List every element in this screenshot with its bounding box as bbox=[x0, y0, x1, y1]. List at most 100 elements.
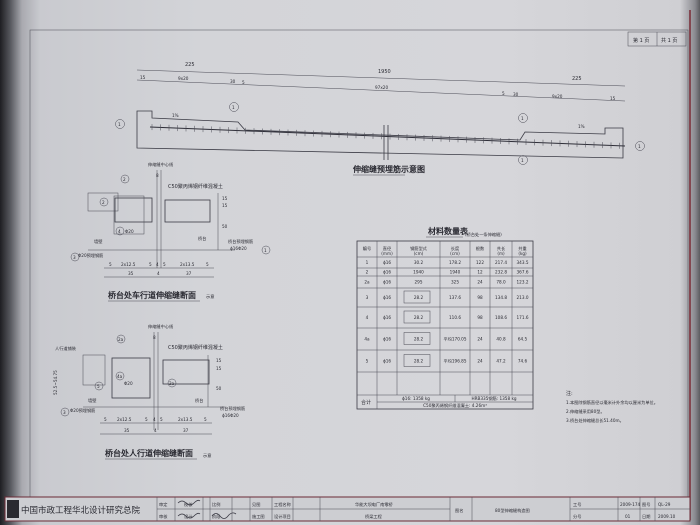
dim: 2x13.5 bbox=[180, 262, 195, 267]
table-cell-count: 24 bbox=[477, 359, 483, 364]
dim: 15 bbox=[222, 203, 228, 208]
elevation-caption: 伸缩缝预埋筋示意图 bbox=[352, 164, 425, 174]
slope-right: 1% bbox=[578, 124, 585, 129]
table-cell-no: 2 bbox=[366, 270, 369, 275]
signature bbox=[177, 512, 201, 519]
title-block: 中国市政工程华北设计研究总院 审定审核校核设计比例阶段见图施工图工程名称设计项目… bbox=[4, 496, 691, 522]
dim-left: 52.5~54.75 bbox=[53, 370, 58, 395]
rebar-right-spec: ϕ16Φ20 bbox=[222, 413, 239, 418]
table-cell-shape: 28.2 bbox=[414, 337, 424, 342]
title-block-jieduan: 阶段 bbox=[212, 513, 221, 520]
title-block-shending: 审定 bbox=[159, 501, 167, 508]
table-cell-no: 5 bbox=[366, 359, 369, 364]
dim-sub: 30 bbox=[513, 92, 519, 97]
title-block-fig: QL-29 bbox=[658, 502, 671, 507]
table-header: 编号 bbox=[363, 245, 371, 252]
table-total-steel: ϕ16: 1358 kg bbox=[402, 396, 430, 401]
dim: 5 bbox=[149, 262, 152, 267]
walk-label: 人行道铺装 bbox=[55, 345, 77, 352]
title-block-date: 2009.10 bbox=[658, 514, 676, 519]
table-total-concrete: C50聚丙烯钢纤维混凝土: 4.26m³ bbox=[423, 402, 487, 409]
title-block-project-label: 工程名称 bbox=[274, 501, 291, 508]
elevation-diagram: 225 1950 225 15 9x20 30 5 97x20 5 30 9x2… bbox=[115, 62, 645, 176]
dim: 50 bbox=[216, 386, 222, 391]
table-cell-dia: ϕ16 bbox=[383, 337, 391, 342]
marker: 2a bbox=[118, 337, 124, 342]
marker-1: 1 bbox=[118, 122, 121, 127]
table-cell-weight: 213.0 bbox=[517, 295, 529, 300]
dim: 2x12.5 bbox=[117, 417, 132, 422]
table-cell-shape: 28.2 bbox=[414, 359, 424, 364]
dim: 15 bbox=[216, 358, 222, 363]
rebar-shape bbox=[403, 310, 431, 324]
table-header-unit: (m) bbox=[497, 251, 505, 256]
page-box: 第 1 页 共 1 页 bbox=[627, 31, 687, 47]
dim: 4 bbox=[153, 417, 156, 422]
table-cell-len: 178.2 bbox=[449, 260, 461, 265]
table-header: 共长 bbox=[497, 245, 506, 252]
dim: 4 bbox=[156, 262, 159, 267]
table-cell-len: 325 bbox=[451, 280, 459, 285]
table-cell-total_len: 217.4 bbox=[495, 260, 507, 265]
dim-1950: 1950 bbox=[378, 69, 391, 75]
table-title: 材料数量表 bbox=[428, 226, 469, 236]
concrete-label: C50聚丙烯钢纤维混凝土 bbox=[168, 344, 223, 351]
dim: 4 bbox=[157, 271, 160, 276]
centerline-label: 伸缩缝中心线 bbox=[148, 161, 174, 168]
institute-logo bbox=[7, 500, 19, 518]
dim: 50 bbox=[222, 224, 228, 229]
dim: 8 bbox=[153, 335, 156, 340]
dim: 5 bbox=[163, 262, 166, 267]
title-block-fig-label: 图号 bbox=[642, 502, 650, 508]
dim-225-right: 225 bbox=[572, 76, 582, 82]
table-cell-no: 2a bbox=[364, 280, 370, 285]
table-header-unit: (cm) bbox=[414, 251, 424, 256]
wall-label: 墙壁 bbox=[94, 238, 102, 245]
table-header: 共重 bbox=[518, 245, 526, 252]
dim: 37 bbox=[186, 271, 192, 276]
rebar-left-label: Φ20预埋钢筋 bbox=[70, 407, 95, 414]
marker: 2a bbox=[169, 381, 175, 386]
table-total-hrb: HRB335钢筋: 1358 kg bbox=[471, 395, 516, 402]
table-cell-dia: ϕ16 bbox=[383, 280, 391, 285]
table-cell-weight: 123.2 bbox=[517, 280, 529, 285]
table-cell-total_len: 134.8 bbox=[495, 295, 507, 300]
institute-name: 中国市政工程华北设计研究总院 bbox=[21, 505, 141, 516]
table-cell-weight: 343.5 bbox=[517, 260, 529, 265]
dim: 37 bbox=[183, 428, 189, 433]
dim-225-left: 225 bbox=[185, 62, 195, 68]
table-cell-count: 24 bbox=[477, 280, 483, 285]
table-cell-weight: 64.5 bbox=[518, 337, 528, 342]
scale-label: 示意 bbox=[203, 452, 211, 458]
rebar-left-label: Φ20预埋钢筋 bbox=[78, 252, 103, 259]
marker-1: 1 bbox=[521, 158, 524, 163]
title-block-sub: 01 bbox=[625, 514, 631, 519]
table-header-unit: (kg) bbox=[518, 251, 527, 256]
table-header: 根数 bbox=[476, 245, 485, 252]
dim-sub: 15 bbox=[610, 96, 616, 101]
marker: 5 bbox=[97, 384, 100, 389]
note-item: 1.本图除钢筋直径以毫米计外余均以厘米为单位。 bbox=[566, 399, 658, 406]
spacing-label: Φ20 bbox=[125, 229, 134, 234]
dim-sub: 9x20 bbox=[178, 76, 189, 81]
title-block-item: 桥梁工程 bbox=[365, 513, 383, 520]
title-block-date-label: 日期 bbox=[642, 514, 650, 520]
scale-label: 示意 bbox=[206, 293, 214, 299]
title-block-sheji: 设计 bbox=[184, 513, 192, 520]
table-cell-total_len: 78.0 bbox=[496, 280, 506, 285]
walk-section-caption: 桥台处人行道伸缩缝断面 bbox=[105, 448, 193, 458]
table-cell-count: 122 bbox=[476, 260, 484, 265]
title-block-job-label: 工号 bbox=[573, 502, 581, 508]
marker: 1 bbox=[264, 248, 267, 253]
title-block-job: 2009-174 bbox=[620, 502, 640, 507]
rebar-right-spec: ϕ16Φ20 bbox=[230, 246, 247, 251]
table-cell-total_len: 108.6 bbox=[495, 315, 507, 320]
table-header-unit: (mm) bbox=[381, 251, 393, 256]
dim: 35 bbox=[124, 428, 130, 433]
dim-sub: 97x20 bbox=[375, 85, 388, 90]
table-cell-total_len: 232.8 bbox=[495, 270, 507, 275]
abutment-label: 桥台 bbox=[195, 397, 203, 404]
title-block-bili-val: 见图 bbox=[252, 502, 260, 508]
dim: 8 bbox=[156, 173, 159, 178]
